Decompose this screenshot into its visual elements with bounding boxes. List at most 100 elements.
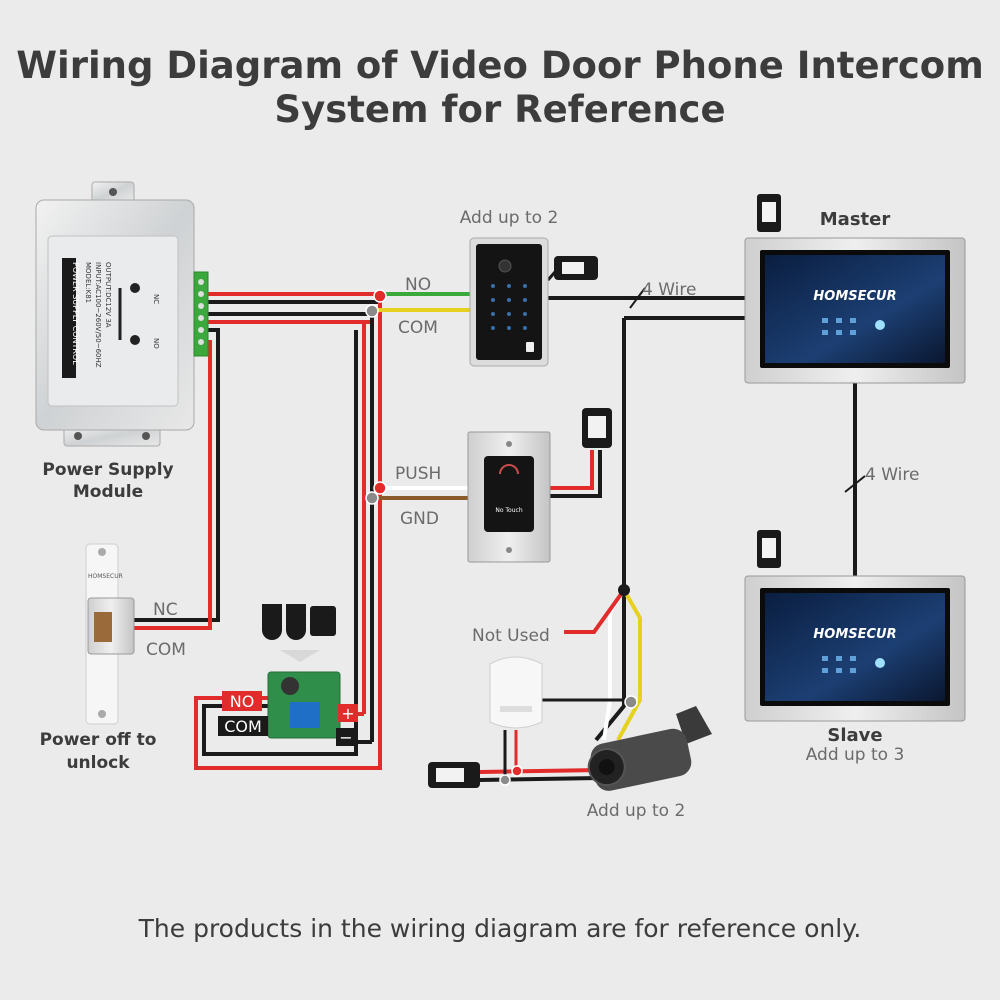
remote-receiver-icon [310,606,336,636]
wire-black [546,271,557,281]
wire-red [548,450,594,490]
com-terminal-box [218,716,268,736]
wire-black [134,328,220,622]
slave-screen[interactable] [765,593,945,701]
module-plus-label: + [341,704,354,723]
junction-dot [373,289,387,303]
terminal-screw [198,315,204,321]
exit-push-label: PUSH [395,464,441,484]
master-screen[interactable] [765,255,945,363]
plus-terminal-box [338,704,358,722]
lock-latch [94,612,112,642]
no-terminal-box [222,691,262,711]
junction-dot [618,584,630,596]
wire-slash [844,475,866,493]
keypad-icon [491,284,527,330]
menu-icons [822,318,856,335]
psu-screw [109,188,117,196]
title-line-2: System for Reference [274,88,726,131]
psu-panel-model: MODEL:K81 [84,262,92,303]
wireless-remote-module: NO COM + − [218,604,358,747]
psu-label-line-1: Power Supply [42,460,173,480]
door-station: Add up to 2 NO COM [398,208,598,367]
terminal-screw [198,339,204,345]
wire-slash [629,287,646,309]
camera-mount [676,706,712,744]
wire-red [194,696,382,770]
junction-dot [373,481,387,495]
terminal-screw [198,291,204,297]
psu-panel-title: POWER SUPPLY CONTROL [71,262,80,365]
psu-panel-output: OUTPUT:DC12V 3A [104,262,112,328]
master-brand: HOMSECUR [813,289,896,304]
bullet-camera [587,728,692,791]
door-station-no-label: NO [405,275,431,295]
pir-window [500,706,532,712]
lock-screw [98,548,106,556]
menu-icons [822,656,856,673]
power-supply-module: NC NO POWER SUPPLY CONTROL MODEL:K81 INP… [35,181,209,502]
terminal-screw [198,327,204,333]
psu-led [130,335,140,345]
junction-dot [499,774,511,786]
psu-screw [142,432,150,440]
psu-label-strip [62,258,76,378]
master-label: Master [820,209,891,230]
wire-yellow [616,589,642,741]
camera-add-up: Add up to 2 [587,801,686,821]
lock-com-label: COM [146,640,186,660]
wire-black [548,450,602,498]
camera-group: Not Used Add up to 2 [428,626,712,821]
terminal-screw [198,303,204,309]
electric-strike-lock: HOMSECUR NC COM Power off to unlock [40,543,186,773]
wire-red-unused [564,588,626,634]
wire-red [479,768,601,774]
lock-screw [98,710,106,718]
adapter-label [562,262,584,274]
junction-dot [365,304,379,318]
exit-button-text: No Touch [495,507,522,514]
lock-label-line-1: Power off to [40,730,157,750]
glow-icon [875,658,885,668]
title-line-1: Wiring Diagram of Video Door Phone Inter… [16,44,984,87]
junctions [365,289,638,786]
remote-key-icon [262,604,282,640]
junction-dot [365,491,379,505]
terminal-screw [198,279,204,285]
module-no-label: NO [230,692,255,711]
bell-button-icon[interactable] [526,342,534,352]
slave-add-up: Add up to 3 [806,745,905,765]
module-minus-label: − [339,728,352,747]
psu-panel-input: INPUT:AC100~260V/50~60HZ [94,262,102,368]
footer-note: The products in the wiring diagram are f… [138,914,862,943]
adapter-label [762,538,776,558]
master-monitor: Master HOMSECUR 4 Wire [642,194,966,384]
not-used-label: Not Used [472,626,550,646]
glow-icon [875,320,885,330]
psu-led [130,283,140,293]
remote-key-icon [286,604,306,640]
adapter-label [588,416,606,438]
adapter-label [436,768,464,782]
psu-terminal-no: NO [152,338,160,349]
psu-panel [47,235,179,407]
slave-brand: HOMSECUR [813,627,896,642]
capacitor-icon [281,677,299,695]
lock-brand: HOMSECUR [88,573,123,580]
door-station-add-up: Add up to 2 [460,208,559,228]
junction-dot [624,695,638,709]
camera-iris [598,759,615,776]
exit-button: No Touch PUSH GND [395,408,612,563]
psu-terminal-nc: NC [152,294,160,304]
exit-screw [506,441,512,447]
lock-nc-label: NC [153,600,178,620]
junction-dot [511,765,523,777]
master-wire-label: 4 Wire [642,280,696,300]
door-station-com-label: COM [398,318,438,338]
module-com-label: COM [224,717,262,736]
minus-terminal-box [336,728,356,746]
slave-label: Slave [827,725,882,746]
wire-black [479,776,601,782]
exit-button-sensor[interactable] [484,456,534,532]
